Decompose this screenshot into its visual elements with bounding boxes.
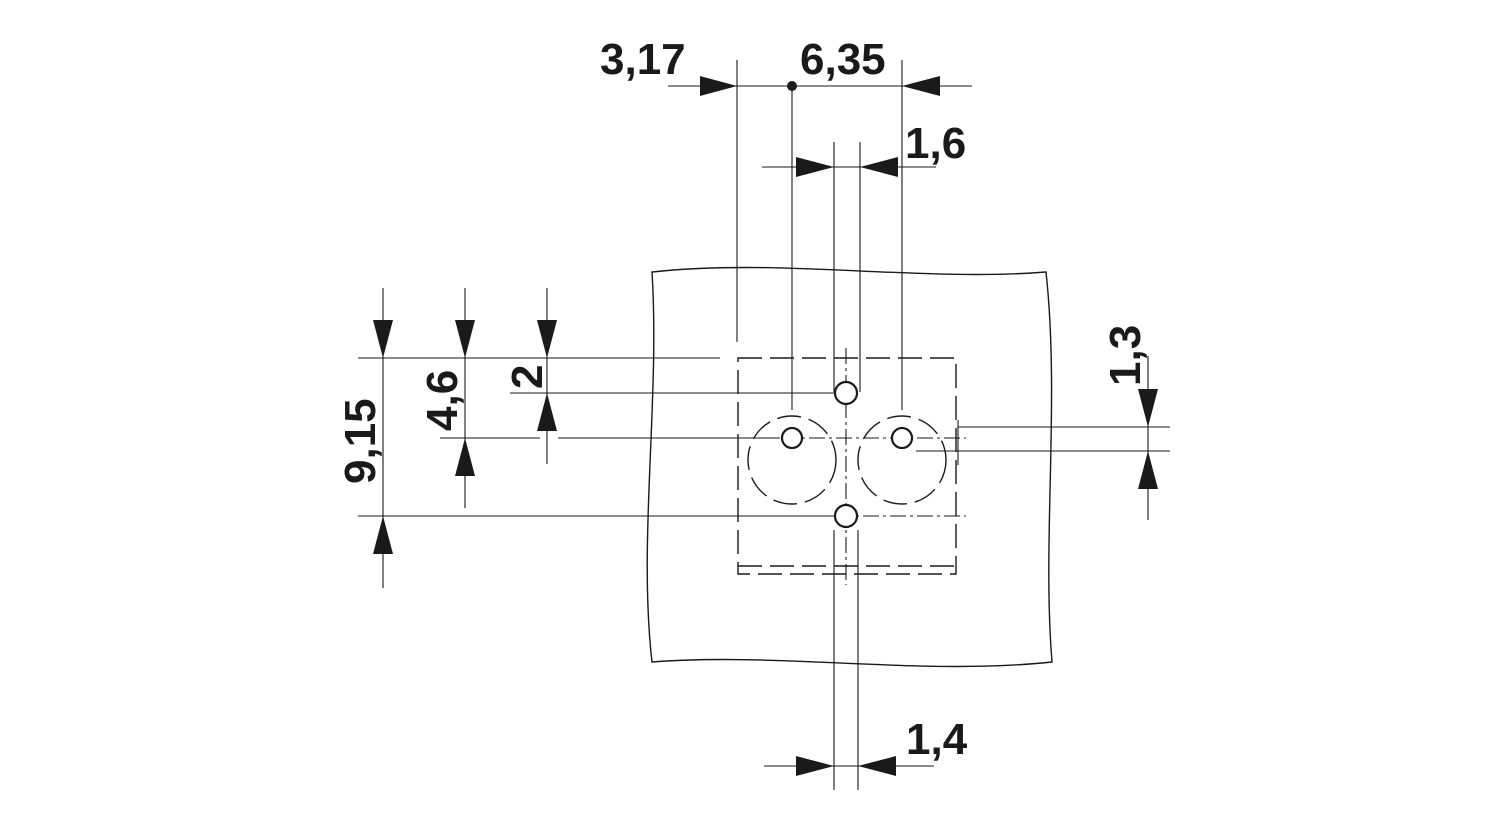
contact-arc-right — [857, 415, 947, 505]
arrow-46-top — [455, 320, 475, 358]
connector-outline — [737, 357, 957, 575]
dim-label-317: 3,17 — [600, 35, 686, 84]
hole-left — [780, 426, 804, 450]
board-outline — [646, 266, 1053, 668]
arrow-317 — [700, 76, 737, 96]
dim-label-14: 1,4 — [906, 715, 968, 764]
dim-label-915: 9,15 — [336, 398, 385, 484]
dim-label-16: 1,6 — [905, 119, 966, 168]
arrow-16-left — [796, 157, 834, 177]
dim-label-13: 1,3 — [1101, 325, 1150, 386]
dim-label-46: 4,6 — [418, 370, 467, 431]
arrow-14-right — [858, 756, 896, 776]
contact-arc-left — [747, 415, 837, 505]
dim-label-2: 2 — [503, 365, 552, 389]
arrow-46-bottom — [455, 438, 475, 476]
hole-right — [890, 426, 914, 450]
arrow-13-top — [1138, 389, 1158, 427]
arrow-2-bottom — [537, 393, 557, 431]
arrow-16-right — [860, 157, 898, 177]
dim-origin-dot — [787, 81, 797, 91]
dim-label-635: 6,35 — [800, 35, 886, 84]
arrow-915-bottom — [373, 516, 393, 554]
hole-top — [833, 380, 859, 406]
arrow-14-left — [796, 756, 834, 776]
arrow-635 — [902, 76, 940, 96]
arrow-13-bottom — [1138, 451, 1158, 489]
arrow-2-top — [537, 320, 557, 358]
hole-bottom — [833, 503, 859, 529]
arrow-915-top — [373, 320, 393, 358]
